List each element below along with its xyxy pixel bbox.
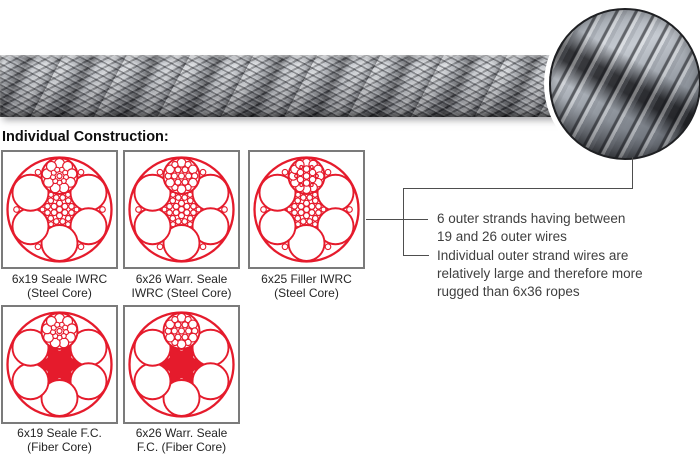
- diagram-box-6x19-seale-fc: [1, 305, 118, 424]
- callout-line-horizontal: [403, 188, 633, 189]
- callout-tick-1: [366, 219, 428, 220]
- rope-cross-section-svg: [6, 156, 113, 263]
- caption-line: IWRC (Steel Core): [131, 285, 232, 300]
- diagram-box-6x26-warr-seale-fc: [123, 305, 240, 424]
- rope-cross-section-svg: [253, 156, 360, 263]
- caption-line: (Steel Core): [274, 285, 339, 300]
- caption-line: (Steel Core): [27, 285, 92, 300]
- diagram-caption: 6x19 Seale IWRC (Steel Core): [1, 272, 118, 300]
- diagram-caption: 6x25 Filler IWRC (Steel Core): [248, 272, 365, 300]
- diagram-box-6x26-warr-seale-iwrc: [123, 150, 240, 269]
- diagram-caption: 6x26 Warr. Seale IWRC (Steel Core): [123, 272, 240, 300]
- callout-text-wire-size: Individual outer strand wires are relati…: [437, 248, 643, 299]
- diagram-box-6x25-filler-iwrc: [248, 150, 365, 269]
- rope-cross-section-svg: [128, 156, 235, 263]
- wire-rope-photo: [0, 55, 566, 117]
- caption-line: 6x19 Seale IWRC: [11, 272, 108, 286]
- caption-line: (Fiber Core): [27, 439, 92, 454]
- magnified-rope-inset: [549, 8, 700, 160]
- diagram-caption: 6x26 Warr. Seale F.C. (Fiber Core): [123, 426, 240, 454]
- rope-cross-section-svg: [6, 311, 113, 418]
- page-title: Individual Construction:: [2, 129, 169, 145]
- caption-line: 6x25 Filler IWRC: [261, 272, 352, 286]
- callout-line-from-inset: [632, 157, 633, 188]
- diagram-box-6x19-seale-iwrc: [1, 150, 118, 269]
- caption-line: 6x26 Warr. Seale: [135, 272, 228, 286]
- rope-cross-section-svg: [128, 311, 235, 418]
- caption-line: 6x26 Warr. Seale: [135, 426, 228, 440]
- callout-text-outer-strands: 6 outer strands having between 19 and 26…: [437, 211, 626, 244]
- caption-line: F.C. (Fiber Core): [136, 439, 227, 454]
- callout-tick-2: [403, 255, 429, 256]
- caption-line: 6x19 Seale F.C.: [17, 426, 102, 440]
- callout-line-stem: [403, 188, 404, 256]
- diagram-caption: 6x19 Seale F.C. (Fiber Core): [1, 426, 118, 454]
